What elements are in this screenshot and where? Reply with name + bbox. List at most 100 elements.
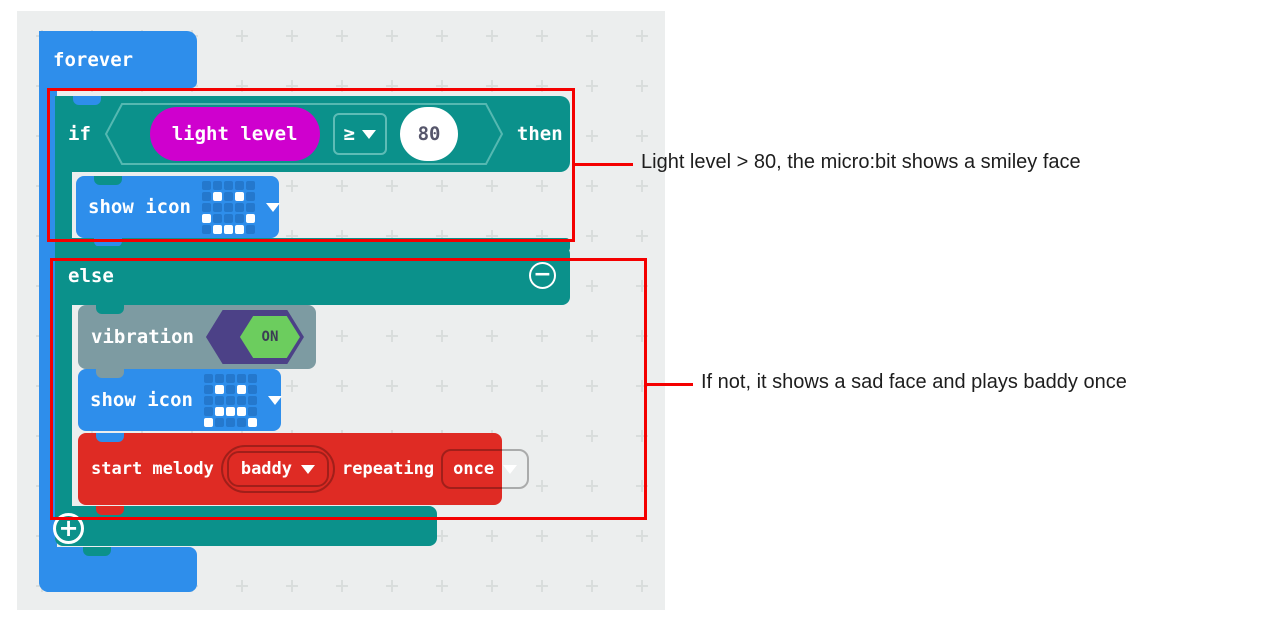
notch-tab — [96, 433, 124, 442]
led-cell — [212, 213, 222, 223]
led-cell — [214, 384, 224, 394]
if-block[interactable]: if light level ≥ 80 then — [55, 96, 570, 172]
start-melody-block[interactable]: start melody baddy repeating once — [78, 433, 530, 505]
led-cell — [203, 417, 213, 427]
led-cell — [245, 213, 255, 223]
led-cell — [236, 373, 246, 383]
notch-tab — [96, 506, 124, 515]
chevron-down-icon — [362, 129, 377, 139]
then-label: then — [516, 123, 563, 145]
led-cell — [201, 202, 211, 212]
if-label: if — [68, 123, 91, 145]
led-cell — [234, 224, 244, 234]
led-cell — [223, 213, 233, 223]
led-cell — [245, 191, 255, 201]
collapse-else-button[interactable] — [529, 262, 556, 289]
led-cell — [212, 202, 222, 212]
led-cell — [223, 224, 233, 234]
led-cell — [203, 384, 213, 394]
vibration-block[interactable]: vibration ON — [78, 305, 316, 369]
led-cell — [214, 395, 224, 405]
toggle-on-label: ON — [261, 329, 279, 345]
led-cell — [236, 417, 246, 427]
melody-value: baddy — [240, 459, 293, 479]
led-cell — [234, 180, 244, 190]
led-cell — [214, 417, 224, 427]
notch-tab — [94, 238, 122, 247]
repeating-label: repeating — [342, 459, 435, 479]
led-cell — [223, 202, 233, 212]
repeat-value: once — [453, 459, 495, 479]
vibration-label: vibration — [91, 326, 194, 348]
led-cell — [247, 395, 257, 405]
led-cell — [214, 373, 224, 383]
light-level-block[interactable]: light level — [149, 107, 320, 161]
show-icon-sad-block[interactable]: show icon — [78, 369, 282, 431]
show-icon-label: show icon — [88, 196, 191, 218]
led-cell — [223, 191, 233, 201]
led-cell — [247, 417, 257, 427]
led-cell — [245, 180, 255, 190]
condition-slot: light level ≥ 80 — [104, 102, 504, 166]
if-block-spine — [55, 170, 72, 242]
forever-label: forever — [53, 48, 134, 71]
forever-block[interactable]: forever — [39, 31, 197, 88]
led-cell — [225, 406, 235, 416]
led-cell — [203, 395, 213, 405]
led-cell — [225, 384, 235, 394]
led-cell — [234, 191, 244, 201]
led-cell — [201, 180, 211, 190]
led-cell — [212, 191, 222, 201]
notch-tab — [96, 305, 124, 314]
led-cell — [225, 373, 235, 383]
show-icon-label: show icon — [90, 389, 193, 411]
led-cell — [225, 395, 235, 405]
annotation-text-smiley: Light level > 80, the micro:bit shows a … — [641, 151, 1081, 173]
led-cell — [236, 384, 246, 394]
notch-tab — [83, 547, 111, 556]
led-cell — [212, 224, 222, 234]
notch-tab — [73, 96, 101, 105]
forever-block-bottom[interactable] — [39, 547, 197, 592]
vibration-toggle[interactable]: ON — [205, 310, 304, 364]
toggle-on-state: ON — [239, 316, 300, 358]
notch-tab — [96, 369, 124, 378]
operator-value: ≥ — [343, 123, 356, 145]
chevron-down-icon[interactable] — [267, 395, 282, 405]
led-cell — [201, 191, 211, 201]
led-cell — [234, 213, 244, 223]
start-melody-label: start melody — [91, 459, 214, 479]
operator-dropdown[interactable]: ≥ — [332, 113, 388, 155]
chevron-down-icon — [503, 464, 518, 474]
led-cell — [245, 202, 255, 212]
melody-dropdown[interactable]: baddy — [220, 445, 336, 493]
number-value: 80 — [417, 123, 441, 145]
led-cell — [236, 406, 246, 416]
led-cell — [247, 406, 257, 416]
hexagon-outline — [104, 103, 504, 165]
led-cell — [245, 224, 255, 234]
led-cell — [223, 180, 233, 190]
led-cell — [201, 224, 211, 234]
led-cell — [247, 384, 257, 394]
led-cell — [225, 417, 235, 427]
led-cell — [247, 373, 257, 383]
sad-face-icon[interactable] — [203, 373, 257, 427]
else-block[interactable]: else — [55, 246, 570, 305]
smiley-face-icon[interactable] — [201, 180, 255, 234]
notch-tab — [94, 176, 122, 185]
light-level-label: light level — [171, 123, 298, 145]
else-label: else — [68, 264, 114, 287]
led-cell — [234, 202, 244, 212]
add-else-if-button[interactable] — [53, 513, 84, 544]
number-field[interactable]: 80 — [400, 107, 459, 161]
chevron-down-icon — [301, 464, 316, 474]
led-cell — [203, 406, 213, 416]
led-cell — [214, 406, 224, 416]
else-block-spine — [55, 305, 72, 508]
repeat-dropdown[interactable]: once — [441, 449, 530, 489]
chevron-down-icon[interactable] — [265, 202, 280, 212]
show-icon-smiley-block[interactable]: show icon — [76, 176, 280, 238]
led-cell — [212, 180, 222, 190]
